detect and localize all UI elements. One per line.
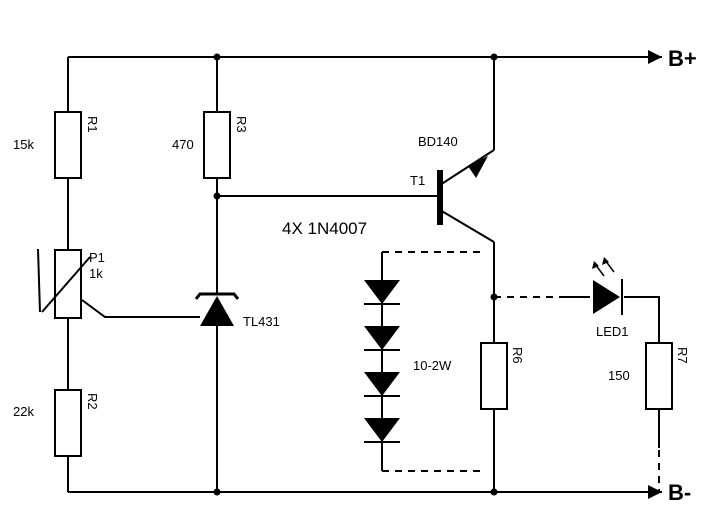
transistor-t1 [437,149,495,243]
tl431-ref: TL431 [243,314,280,329]
p1-ref: P1 [89,250,105,265]
positive-rail-label: B+ [668,46,697,71]
tl431-symbol [194,292,240,326]
r7-value: 150 [608,368,630,383]
shunt-branch-wiring [216,57,438,492]
resistor-r3 [203,111,231,179]
t1-ref: T1 [410,173,425,188]
r2-value: 22k [13,404,34,419]
negative-rail-label: B- [668,480,691,505]
diode-d1 [364,280,400,305]
r1-ref: R1 [85,116,100,133]
p1-wiper-wire [81,299,200,318]
p1-adjust-mark [37,248,91,313]
resistor-r2 [54,389,82,457]
resistor-r7 [645,342,673,410]
led-branch-wiring [560,296,660,448]
r7-ref: R7 [675,347,690,364]
positive-rail-arrow [648,50,662,64]
junction-dots [213,53,498,496]
r3-ref: R3 [234,116,249,133]
negative-rail-arrow [648,485,662,499]
r3-value: 470 [172,137,194,152]
led1-symbol [592,257,623,315]
diode-dashed-links [382,251,480,472]
resistor-r6 [480,342,508,410]
resistor-r1 [54,111,82,179]
r6-value: 10-2W [413,358,452,373]
t1-part: BD140 [418,134,458,149]
r1-value: 15k [13,137,34,152]
led1-ref: LED1 [596,324,629,339]
r2-ref: R2 [85,393,100,410]
diode-string-label: 4X 1N4007 [282,219,367,238]
potentiometer-p1 [54,249,82,319]
diode-d4 [364,418,400,443]
diode-d3 [364,372,400,397]
r6-ref: R6 [510,347,525,364]
p1-value: 1k [89,266,103,281]
diode-d2 [364,326,400,351]
